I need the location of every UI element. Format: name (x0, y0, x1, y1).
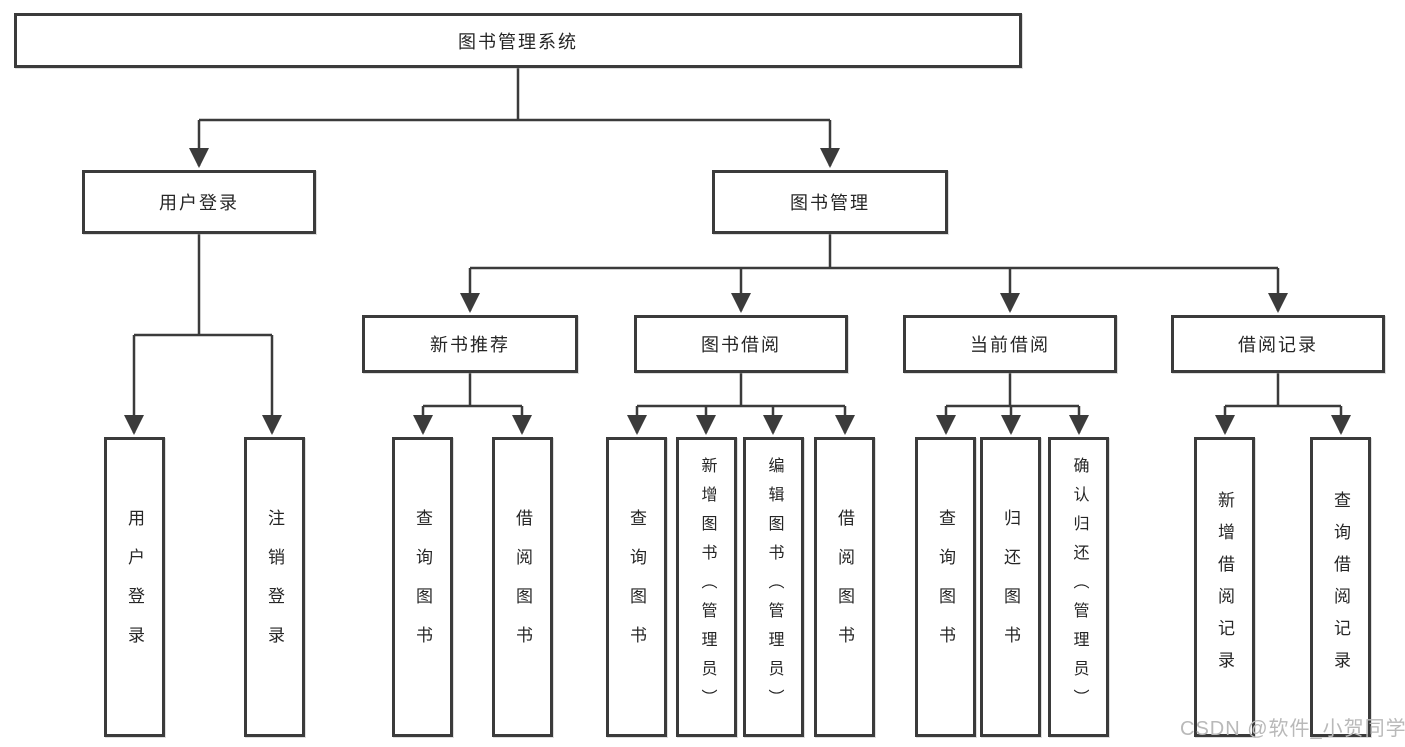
leaf-current-query-books: 查询图书 (915, 437, 976, 737)
leaf-recommend-query-books: 查询图书 (392, 437, 453, 737)
leaf-records-add-borrow-record: 新增借阅记录 (1194, 437, 1255, 737)
csdn-watermark: CSDN @软件_小贺同学 (1180, 718, 1405, 740)
node-new-book-recommend: 新书推荐 (362, 315, 578, 373)
leaf-borrow-query-books: 查询图书 (606, 437, 667, 737)
node-user-login: 用户登录 (82, 170, 316, 234)
node-library-management-system: 图书管理系统 (14, 13, 1022, 68)
node-current-borrow: 当前借阅 (903, 315, 1117, 373)
leaf-borrow-borrow-books: 借阅图书 (814, 437, 875, 737)
leaf-current-confirm-return-admin: 确认归还（管理员） (1048, 437, 1109, 737)
node-borrow-records: 借阅记录 (1171, 315, 1385, 373)
leaf-logout-login: 注销登录 (244, 437, 305, 737)
leaf-user-login: 用户登录 (104, 437, 165, 737)
leaf-current-return-books: 归还图书 (980, 437, 1041, 737)
node-book-borrow: 图书借阅 (634, 315, 848, 373)
node-book-management: 图书管理 (712, 170, 948, 234)
arrow-connectors (124, 120, 1351, 435)
leaf-records-query-borrow-record: 查询借阅记录 (1310, 437, 1371, 737)
leaf-recommend-borrow-books: 借阅图书 (492, 437, 553, 737)
leaf-borrow-edit-books-admin: 编辑图书（管理员） (743, 437, 804, 737)
connector-skeleton (134, 68, 1341, 408)
leaf-borrow-add-books-admin: 新增图书（管理员） (676, 437, 737, 737)
